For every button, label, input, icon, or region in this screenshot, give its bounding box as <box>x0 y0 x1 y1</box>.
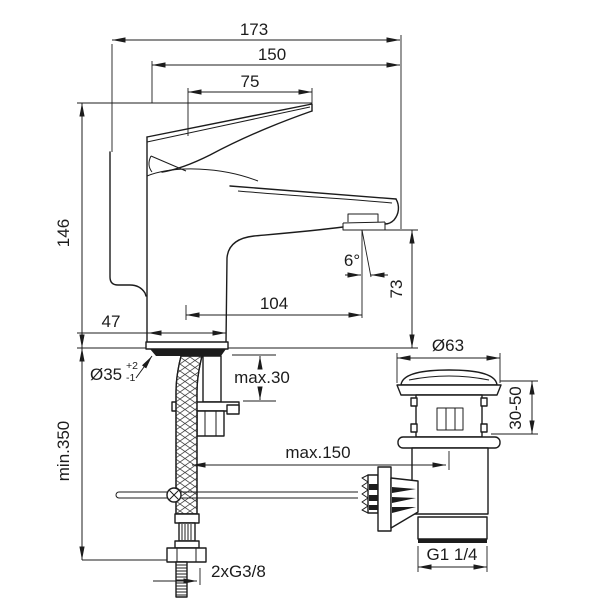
label-waste-flange: Ø63 <box>432 336 464 355</box>
hose-fitting <box>178 522 196 542</box>
label-overall-depth: 173 <box>240 20 268 39</box>
base-plate <box>145 341 229 350</box>
label-clamping-range: 30-50 <box>506 386 525 429</box>
hose-nut <box>166 547 207 563</box>
label-rod-reach: max.150 <box>285 443 350 462</box>
dim-hole-diameter: Ø35 +2 -1 <box>90 355 153 384</box>
label-spray-angle: 6° <box>344 251 360 270</box>
pop-up-rod <box>115 487 358 503</box>
dim-depth-to-spout: 150 <box>151 45 400 103</box>
dim-rod-reach: max.150 <box>192 443 450 470</box>
overflow-window <box>436 407 464 431</box>
dim-base-depth: 47 <box>77 312 226 336</box>
label-base-depth: 47 <box>102 312 121 331</box>
label-hole-diameter: Ø35 <box>90 365 122 384</box>
dim-supply-connection: 2xG3/8 <box>153 562 266 585</box>
dim-overall-depth: 173 <box>111 20 402 229</box>
rod-linkage-nut <box>361 466 419 532</box>
bracket-step <box>226 404 240 415</box>
aerator <box>342 213 386 231</box>
dim-body-height: 146 <box>54 102 312 349</box>
drain-lower-body <box>411 447 489 515</box>
dim-waste-flange: Ø63 <box>396 336 501 383</box>
dim-spray-angle: 6° <box>344 229 388 318</box>
label-handle-reach: 75 <box>241 72 260 91</box>
dim-handle-reach: 75 <box>187 72 313 136</box>
label-hose-clearance: min.350 <box>54 421 73 481</box>
hose-ferrule <box>174 513 200 524</box>
label-body-height: 146 <box>54 219 73 247</box>
dim-spout-reach: 104 <box>185 294 362 320</box>
base-gasket <box>150 349 226 356</box>
label-waste-thread: G1 1/4 <box>426 545 477 564</box>
label-depth-to-spout: 150 <box>258 45 286 64</box>
dim-hose-clearance: min.350 <box>54 348 167 561</box>
label-spout-outlet-height: 73 <box>387 280 406 299</box>
drain-tailpipe <box>417 516 488 540</box>
dim-waste-thread: G1 1/4 <box>417 545 488 572</box>
label-hole-tolerance-plus: +2 <box>126 360 138 372</box>
supply-hose <box>166 355 207 598</box>
dim-deck-thickness: max.30 <box>232 354 290 402</box>
dim-spout-outlet-height: 73 <box>228 229 418 349</box>
threaded-stud <box>202 355 222 403</box>
label-hole-tolerance-minus: -1 <box>126 372 135 384</box>
faucet-body <box>145 136 400 356</box>
drain-assembly <box>361 369 502 543</box>
drain-plug-dome <box>400 369 498 386</box>
handle-open-position <box>109 151 147 297</box>
label-deck-thickness: max.30 <box>234 368 290 387</box>
label-spout-reach: 104 <box>260 294 288 313</box>
handle-lever <box>109 103 313 297</box>
drain-washer <box>397 436 501 449</box>
drain-body <box>415 394 483 438</box>
dim-clamping-range: 30-50 <box>491 380 538 435</box>
mounting-nut <box>196 410 225 437</box>
label-supply-connection: 2xG3/8 <box>211 562 266 581</box>
drain-flange <box>396 384 502 396</box>
